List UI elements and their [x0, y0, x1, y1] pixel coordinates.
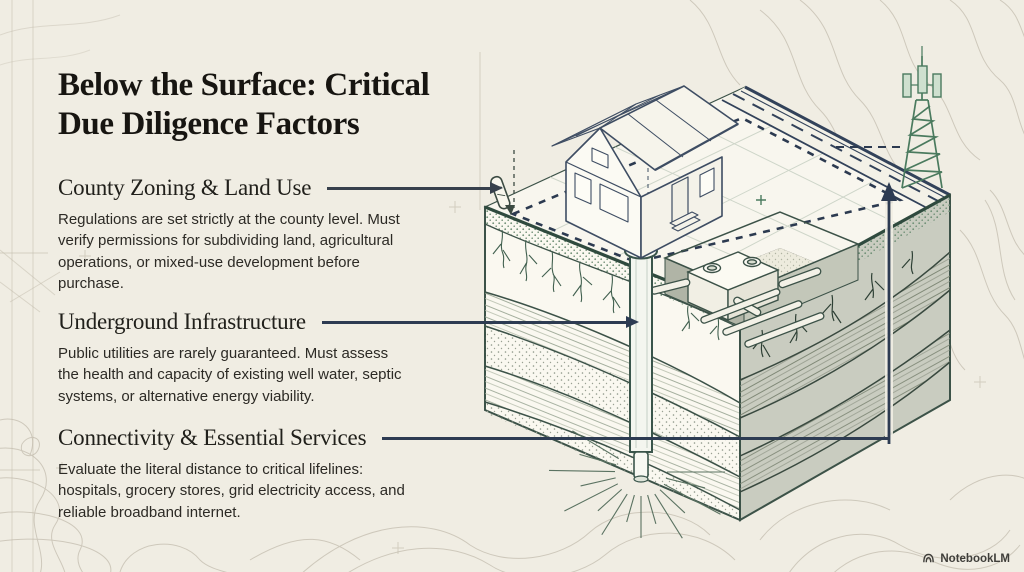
well-pipe	[624, 242, 658, 483]
property-boundary-dashed	[509, 116, 904, 264]
excavation-pit	[650, 211, 860, 348]
strata-lines	[484, 291, 741, 511]
window	[574, 172, 592, 205]
septic-tank	[686, 251, 780, 322]
connector-arrow-services	[881, 182, 897, 444]
water-source-burst	[549, 430, 725, 539]
house-illustration	[551, 85, 739, 259]
steps	[669, 211, 701, 232]
window	[699, 167, 715, 198]
survey-cross-mark	[756, 195, 766, 205]
cell-tower-icon	[901, 46, 943, 189]
leach-field-pipes	[700, 288, 825, 348]
attic-window	[591, 147, 609, 169]
root-zone	[492, 229, 720, 341]
window	[599, 183, 629, 223]
road-centerline	[732, 93, 939, 202]
